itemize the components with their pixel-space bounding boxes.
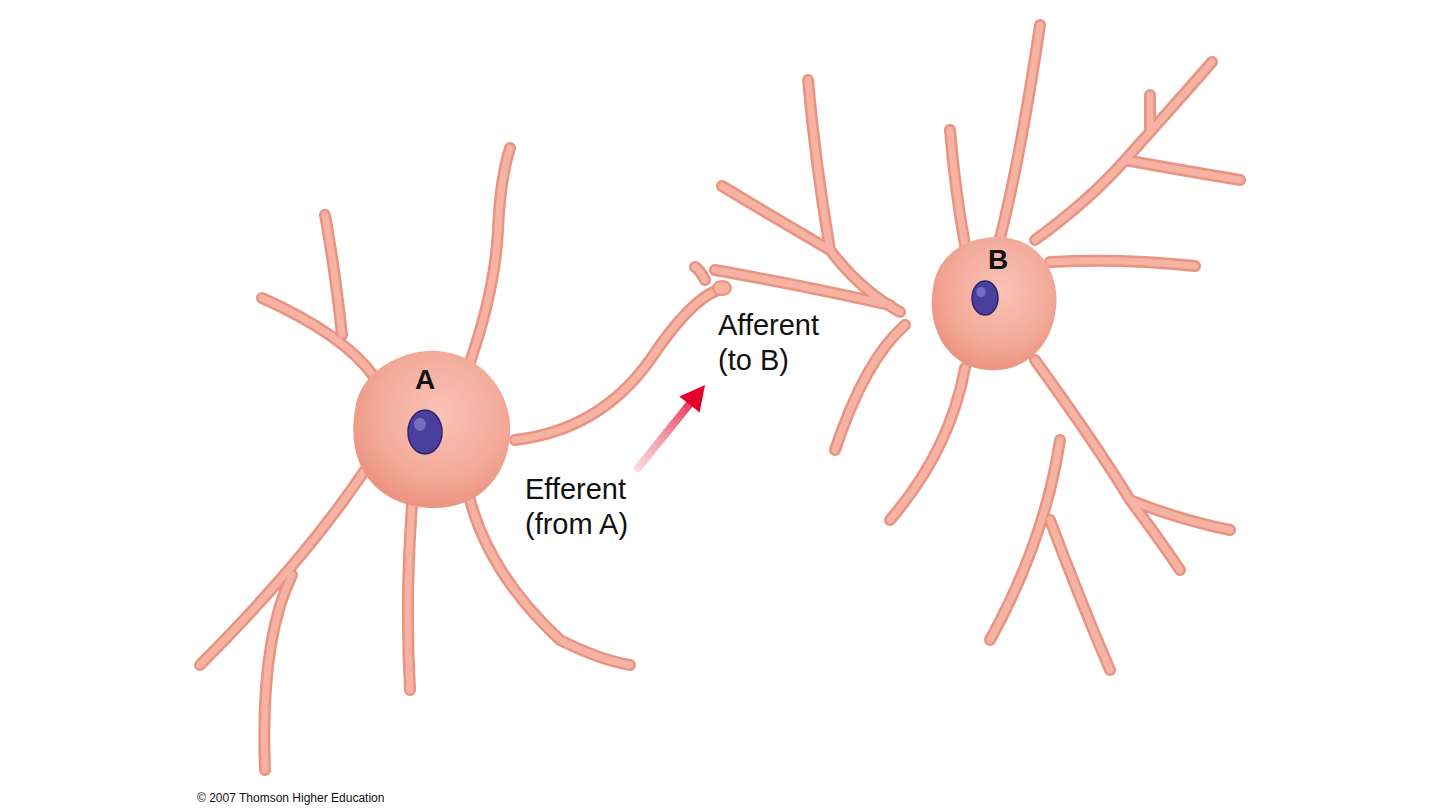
soma — [353, 351, 510, 508]
label-anchor: © 2007 Thomson Higher Education — [197, 788, 597, 806]
dendrite-core — [200, 25, 1240, 770]
cell-body: A — [335, 340, 520, 515]
cell-letter: A — [415, 366, 435, 394]
arrow-shaft — [638, 401, 692, 468]
axon-terminal — [713, 281, 731, 295]
cell-body: B — [918, 228, 1063, 378]
cell-letter: B — [988, 246, 1008, 274]
nucleus-highlight — [414, 418, 426, 431]
nucleus-highlight — [977, 287, 986, 297]
direction-arrow — [638, 385, 705, 468]
dendrites — [200, 25, 1240, 770]
nucleus — [408, 410, 442, 454]
label-anchor: Efferent (from A) — [525, 472, 665, 542]
soma — [932, 237, 1057, 370]
copyright-note: © 2007 Thomson Higher Education — [197, 791, 384, 805]
dendrite-shade — [200, 25, 1240, 770]
afferent-label: Afferent (to B) — [718, 308, 858, 378]
efferent-label: Efferent (from A) — [525, 472, 665, 542]
label-anchor: Afferent (to B) — [718, 308, 858, 378]
nucleus — [972, 281, 998, 315]
arrow-head — [679, 385, 705, 413]
